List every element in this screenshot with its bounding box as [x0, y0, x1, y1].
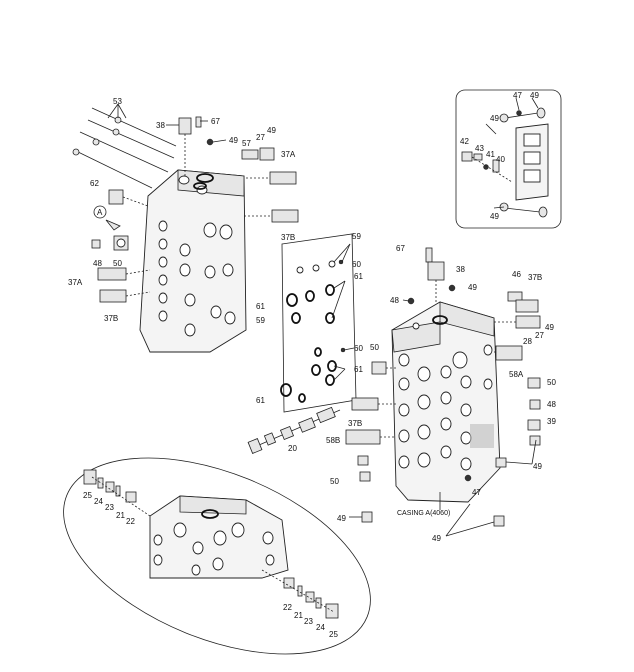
label-61: 61 [354, 272, 363, 281]
inset-label-49: 49 [490, 114, 499, 123]
label-22: 22 [126, 517, 135, 526]
label-49: 49 [267, 126, 276, 135]
spool-assembly-20 [247, 406, 341, 454]
label-48: 48 [390, 296, 399, 305]
part-labels: 53 38 67 49 27 49 57 37A 62 A 37B 48 50 … [68, 91, 556, 639]
label-24: 24 [316, 623, 325, 632]
label-49: 49 [432, 534, 441, 543]
inset-detail-box [455, 89, 562, 229]
label-58b: 58B [326, 436, 340, 445]
label-39: 39 [547, 417, 556, 426]
inset-label-43: 43 [475, 144, 484, 153]
label-21: 21 [116, 511, 125, 520]
label-67: 67 [396, 244, 405, 253]
label-28: 28 [523, 337, 532, 346]
label-46: 46 [512, 270, 521, 279]
label-58a: 58A [509, 370, 524, 379]
label-27: 27 [535, 331, 544, 340]
label-37b: 37B [348, 419, 362, 428]
label-24: 24 [94, 497, 103, 506]
label-49: 49 [533, 462, 542, 471]
gasket-plate [280, 233, 357, 413]
label-37a: 37A [281, 150, 296, 159]
inset-label-49: 49 [490, 212, 499, 221]
inset-label-40: 40 [496, 155, 505, 164]
label-60: 60 [352, 260, 361, 269]
inset-label-41: 41 [486, 150, 495, 159]
label-61: 61 [256, 302, 265, 311]
label-38: 38 [456, 265, 465, 274]
label-50: 50 [330, 477, 339, 486]
label-61: 61 [256, 396, 265, 405]
inset-label-42: 42 [460, 137, 469, 146]
label-53: 53 [113, 97, 122, 106]
label-22: 22 [283, 603, 292, 612]
label-49: 49 [545, 323, 554, 332]
leader-lines [107, 97, 539, 537]
label-50: 50 [547, 378, 556, 387]
label-50: 50 [370, 343, 379, 352]
label-47: 47 [472, 488, 481, 497]
label-48: 48 [547, 400, 556, 409]
label-27: 27 [256, 133, 265, 142]
label-50: 50 [113, 259, 122, 268]
label-37b: 37B [104, 314, 118, 323]
label-20: 20 [288, 444, 297, 453]
label-38: 38 [156, 121, 165, 130]
label-59: 59 [256, 316, 265, 325]
label-23: 23 [304, 617, 313, 626]
left-valve-body [72, 107, 299, 353]
label-37b: 37B [281, 233, 295, 242]
label-25: 25 [83, 491, 92, 500]
label-25: 25 [329, 630, 338, 639]
label-67: 67 [211, 117, 220, 126]
label-37a: 37A [68, 278, 83, 287]
label-37b: 37B [528, 273, 542, 282]
label-59: 59 [352, 232, 361, 241]
right-valve-body [345, 247, 541, 527]
inset-label-47: 47 [513, 91, 522, 100]
casing-label: CASING A(4060) [397, 510, 450, 517]
label-23: 23 [105, 503, 114, 512]
label-48: 48 [93, 259, 102, 268]
label-57: 57 [242, 139, 251, 148]
bottom-detail-ellipse [63, 457, 371, 655]
inset-label-49: 49 [530, 91, 539, 100]
label-49: 49 [337, 514, 346, 523]
label-62: 62 [90, 179, 99, 188]
label-49: 49 [468, 283, 477, 292]
label-61: 61 [354, 365, 363, 374]
label-60: 60 [354, 344, 363, 353]
label-49: 49 [229, 136, 238, 145]
label-view-a: A [97, 208, 103, 217]
label-21: 21 [294, 611, 303, 620]
